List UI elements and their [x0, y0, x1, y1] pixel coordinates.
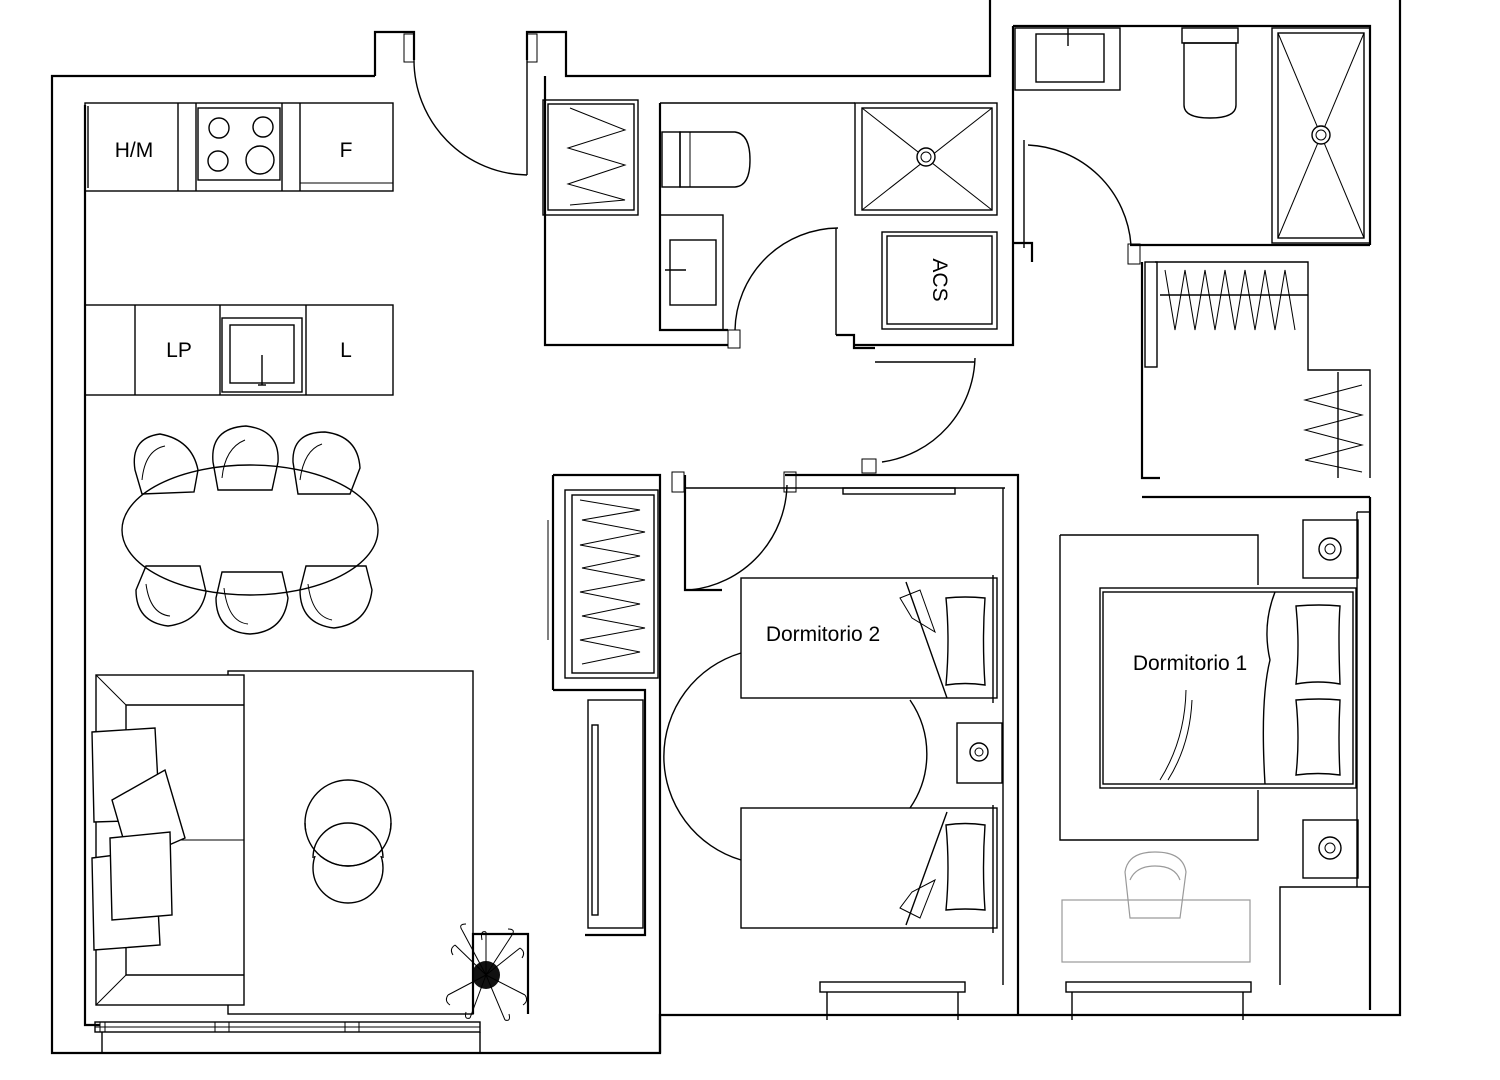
bedroom-1-window	[1065, 981, 1252, 1020]
desk	[1061, 851, 1251, 963]
water-heater-label: ACS	[928, 258, 951, 301]
burner-icon	[208, 117, 230, 139]
hob-oven-label: H/M	[115, 139, 154, 162]
lamp-icon	[969, 742, 989, 762]
bedroom-2-window	[819, 981, 966, 1020]
chair-icon	[135, 565, 207, 627]
living-window	[94, 1021, 481, 1053]
bedroom-2: Dormitorio 2	[663, 357, 1020, 1015]
chair-icon	[299, 565, 373, 629]
burner-icon	[245, 145, 275, 175]
wardrobe-master	[1140, 261, 1371, 499]
kitchen-counter-bottom: LP L	[84, 304, 394, 396]
drain-icon	[916, 147, 936, 167]
lamp-icon	[1318, 537, 1342, 561]
entry-closet	[542, 99, 639, 216]
room-label-bedroom-2: Dormitorio 2	[766, 623, 880, 646]
pillow-icon	[945, 596, 986, 686]
tv-unit	[587, 699, 644, 929]
burner-icon	[207, 150, 229, 172]
bathroom-2	[658, 102, 875, 350]
pillow-icon	[1295, 604, 1341, 685]
washer-label: L	[340, 339, 352, 362]
fridge-label: F	[340, 139, 353, 162]
chair-icon	[292, 431, 361, 495]
pillow-icon	[1295, 698, 1341, 776]
dining-table	[121, 464, 379, 596]
sink-icon	[659, 214, 724, 331]
corridor-closet	[547, 489, 659, 679]
chair-icon	[1124, 851, 1187, 919]
plant-icon	[445, 923, 528, 1021]
chair-icon	[133, 433, 199, 495]
toilet-icon	[661, 131, 751, 188]
room-label-bedroom-1: Dormitorio 1	[1133, 652, 1247, 675]
burner-icon	[252, 116, 274, 138]
chair-icon	[215, 571, 289, 635]
lamp-icon	[1318, 836, 1342, 860]
living-area	[91, 670, 474, 1015]
water-heater: ACS	[881, 231, 998, 330]
pillow-icon	[945, 822, 986, 911]
bed-lower	[740, 805, 998, 933]
dining-set	[121, 425, 379, 635]
cushion-icon	[109, 831, 173, 921]
entry-door	[403, 33, 538, 176]
kitchen-counter-top: H/M F	[84, 102, 394, 192]
bedroom-1: Dormitorio 1	[1059, 511, 1370, 985]
bathroom-1	[1013, 27, 1371, 265]
toilet-icon	[1181, 27, 1239, 119]
drain-icon	[1311, 125, 1331, 145]
chair-icon	[212, 425, 279, 491]
exterior-walls	[50, 0, 1402, 1055]
corridor-walls	[471, 76, 728, 1053]
shower-center	[854, 102, 998, 216]
nightstand	[956, 722, 1003, 784]
dishwasher-label: LP	[166, 339, 192, 362]
bed-double	[1099, 587, 1357, 789]
bed-upper	[740, 575, 998, 703]
